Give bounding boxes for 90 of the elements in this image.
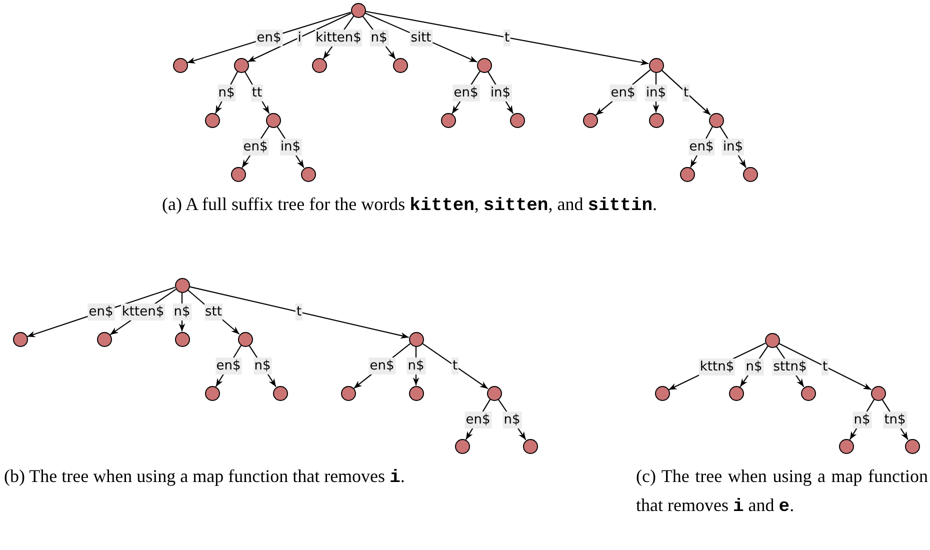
tree-node <box>800 386 816 400</box>
edge-label: ktten$ <box>120 304 166 320</box>
edge-label: stt <box>204 304 223 320</box>
edge-label: in$ <box>279 138 302 156</box>
arrow <box>412 346 420 386</box>
tree-node <box>204 386 220 400</box>
tree-node <box>204 112 220 128</box>
edge-label: in$ <box>489 84 512 101</box>
figure-caption: (c) The tree when using a map function that removes i and e. <box>636 465 928 519</box>
tree-node <box>174 278 190 292</box>
arrow <box>882 399 908 440</box>
tree-node <box>172 58 188 72</box>
arrow <box>187 289 240 335</box>
arrow <box>720 126 746 168</box>
arrow <box>364 12 478 62</box>
tree-node <box>764 332 780 348</box>
arrow <box>422 342 488 390</box>
edge-label: sitt <box>410 29 432 46</box>
tree-node <box>582 112 598 128</box>
tree-node <box>96 332 112 346</box>
tree-node <box>234 58 248 72</box>
edge-label: kitten$ <box>314 29 362 46</box>
tree-node <box>648 58 664 72</box>
edge-label: t <box>295 304 303 320</box>
tree-node <box>648 112 664 128</box>
arrow <box>661 70 711 116</box>
tree-node <box>12 332 28 346</box>
edge-label: in$ <box>644 84 668 101</box>
tree-node <box>510 112 524 128</box>
arrow <box>778 342 872 390</box>
edge-label: en$ <box>688 138 715 156</box>
figure-caption: (a) A full suffix tree for the words kitten, sitten, and sittin. <box>162 193 658 218</box>
edge-label: en$ <box>88 304 114 320</box>
arrow <box>248 12 352 62</box>
tree-node <box>680 166 694 182</box>
edge-label: kttn$ <box>698 358 736 375</box>
edge-label: n$ <box>744 358 764 375</box>
arrow <box>189 286 409 339</box>
edge-label: t <box>821 358 829 375</box>
edge-label: in$ <box>722 138 744 156</box>
tree-node <box>870 386 886 400</box>
tree-node <box>708 112 724 128</box>
tree-node <box>742 166 758 182</box>
edge-label: en$ <box>464 411 492 428</box>
tree-node <box>392 58 408 72</box>
tree-node <box>522 438 538 454</box>
tree-node <box>340 386 356 400</box>
edge-label: n$ <box>370 29 388 46</box>
tree-node <box>654 386 670 400</box>
edge-label: tt <box>250 84 264 101</box>
edge-label: sttn$ <box>772 358 808 375</box>
edge-label: t <box>451 358 459 374</box>
edge-label: n$ <box>253 358 272 374</box>
tree-node <box>440 112 456 128</box>
arrow <box>276 126 304 168</box>
arrow <box>178 292 186 332</box>
tree-node <box>300 166 316 182</box>
edge-label: en$ <box>256 29 282 46</box>
edge-label: n$ <box>852 411 872 428</box>
tree-node <box>230 166 246 182</box>
tree-node <box>728 386 744 400</box>
edge-label: n$ <box>172 304 192 320</box>
tree-node <box>350 2 366 18</box>
edge-label: n$ <box>217 84 236 101</box>
tree-node <box>408 332 424 346</box>
edge-label: n$ <box>406 358 426 374</box>
edge-label: t <box>503 29 511 46</box>
tree-node <box>408 386 424 400</box>
edge-label: en$ <box>242 138 269 156</box>
tree-node <box>312 58 326 72</box>
edge-label: i <box>296 29 302 46</box>
arrow <box>498 398 526 440</box>
tree-node <box>476 58 492 72</box>
tree-node <box>272 386 288 400</box>
tree-node <box>174 332 190 346</box>
tree-node <box>838 438 854 454</box>
edge-label: en$ <box>610 84 636 101</box>
edge-label: tn$ <box>883 411 907 428</box>
arrow <box>365 10 649 66</box>
tree-node <box>904 438 920 454</box>
edge-label: en$ <box>368 358 396 374</box>
tree-node <box>238 332 252 346</box>
tree-node <box>266 112 280 128</box>
tree-node <box>454 438 470 454</box>
tree-node <box>486 386 502 400</box>
edge-label: en$ <box>452 84 480 101</box>
figure-caption: (b) The tree when using a map function that removes i. <box>4 465 406 490</box>
edge-label: t <box>682 84 690 101</box>
edge-label: en$ <box>215 358 242 374</box>
edge-label: n$ <box>502 411 522 428</box>
